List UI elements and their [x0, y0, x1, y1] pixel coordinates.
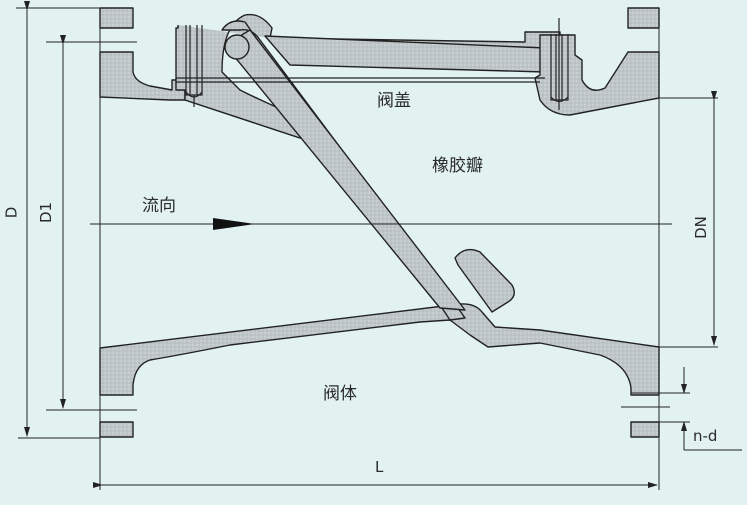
dimension-lines — [16, 1, 742, 490]
rubber-disc — [454, 248, 515, 313]
dim-label-D1: D1 — [37, 201, 56, 224]
right-top-flange — [534, 7, 660, 116]
label-rubber-disc: 橡胶瓣 — [432, 156, 483, 176]
body-bottom-wall — [99, 303, 660, 438]
flow-arrow-icon — [213, 218, 255, 230]
bonnet-bolts — [176, 18, 569, 110]
hinge-pin — [224, 34, 250, 60]
label-body: 阀体 — [323, 384, 357, 404]
bonnet — [175, 13, 561, 139]
dim-label-D: D — [2, 206, 21, 219]
label-flow-direction: 流向 — [142, 196, 176, 216]
label-bonnet: 阀盖 — [377, 91, 411, 111]
disc-arm — [221, 20, 466, 321]
dim-label-L: L — [375, 458, 384, 476]
dim-label-n-d: n-d — [693, 427, 718, 445]
dim-label-DN: DN — [691, 216, 710, 239]
